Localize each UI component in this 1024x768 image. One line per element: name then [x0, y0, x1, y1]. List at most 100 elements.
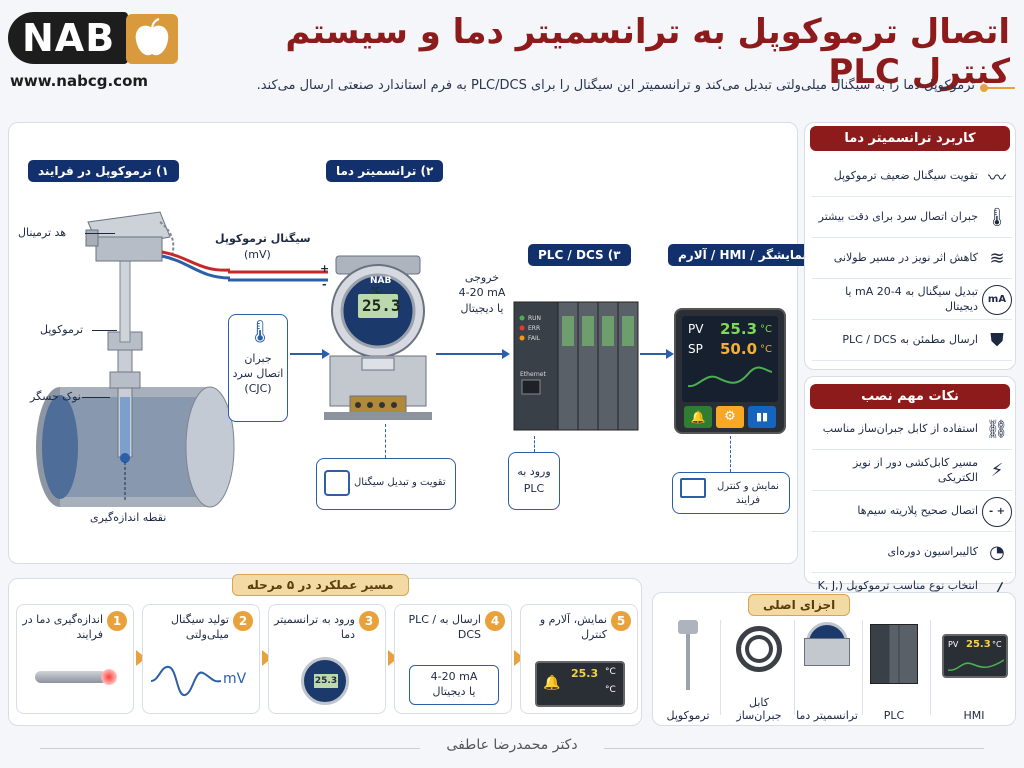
minus-sign: -	[322, 278, 327, 291]
section-1-label: ۱) ترموکوپل در فرایند	[28, 160, 179, 182]
thermocouple-pipe-illustration	[36, 211, 235, 508]
app-text: تقویت سیگنال ضعیف ترموکوپل	[833, 169, 978, 183]
amp-conversion-box	[316, 458, 456, 510]
plc-icon	[870, 624, 918, 684]
gauge-icon: ◔	[989, 542, 1005, 563]
plc-input-label: ورود به PLC	[517, 465, 551, 495]
mini-hmi-unit: °C	[605, 667, 616, 677]
chip-icon	[324, 470, 350, 496]
probe-icon	[35, 671, 107, 683]
component-label: PLC	[883, 709, 905, 722]
tips-text: کالیبراسیون دوره‌ای	[887, 545, 978, 559]
amp-conversion-label: تقویت و تبدیل سیگنال	[354, 477, 446, 488]
app-text: کاهش اثر نویز در مسیر طولانی	[833, 251, 978, 265]
flow-arrow-icon	[514, 650, 524, 666]
transmitter-base	[804, 638, 850, 666]
tips-title: نکات مهم نصب	[810, 384, 1010, 409]
hmi-gear-icon[interactable]: ⚙	[716, 406, 744, 428]
transmitter-brand: NAB	[370, 276, 392, 286]
components-title: اجزای اصلی	[748, 594, 851, 616]
app-row: 〰تقویت سیگنال ضعیف ترموکوپل	[812, 157, 1012, 197]
monitor-chart-icon	[680, 478, 706, 498]
app-row: ⛊ ارسال مطمئن به PLC / DCS	[812, 321, 1012, 361]
cjc-label: جبران اتصال سرد (CJC)	[232, 352, 284, 395]
bolt-icon: ⚡	[990, 460, 1004, 481]
plus-sign: +	[320, 262, 330, 275]
polarity-icon: + -	[982, 496, 1012, 527]
hmi-trend-line	[688, 366, 772, 388]
hmi-bell-icon[interactable]: 🔔	[684, 406, 712, 428]
plc-ethernet-label: Ethernet	[520, 371, 546, 378]
mini-hmi-value: 25.3	[571, 667, 599, 680]
tips-text: استفاده از کابل جبران‌ساز مناسب	[822, 422, 978, 436]
output-arrow	[436, 349, 510, 359]
tips-text: اتصال صحیح پلاریته سیم‌ها	[857, 504, 978, 518]
hmi-pv-label: PV	[688, 322, 704, 336]
hmi-trend-line	[948, 659, 1004, 671]
app-text: تبدیل سیگنال به 4-20 mA یا دیجیتال	[845, 285, 978, 313]
step-text: تولید سیگنال میلی‌ولتی	[171, 613, 229, 641]
mv-label: mV	[223, 671, 247, 687]
step-number: 2	[233, 611, 253, 631]
shield-icon: ⛊	[990, 330, 1004, 351]
tips-row: ⛓ استفاده از کابل جبران‌ساز مناسب	[812, 410, 1012, 450]
page-subtitle: ترموکوپل دما را به سیگنال میلی‌ولتی تبدی…	[256, 78, 975, 93]
signal-unit: (mV)	[244, 248, 271, 261]
flow-title: مسیر عملکرد در ۵ مرحله	[232, 574, 409, 596]
hmi-sp-value: 50.0	[720, 340, 758, 358]
cjc-box	[228, 314, 288, 422]
tips-panel	[804, 376, 1016, 584]
waveform-icon	[151, 665, 221, 696]
step-text: نمایش، آلارم و کنترل	[539, 613, 607, 641]
app-row: ≋ کاهش اثر نویز در مسیر طولانی	[812, 239, 1012, 279]
output-ma: 4-20 mA	[430, 670, 478, 683]
label-thermocouple: ترموکوپل	[40, 323, 84, 336]
component-separator	[862, 620, 863, 715]
component-label: HMI	[963, 709, 985, 722]
footer-author: دکتر محمدرضا عاطفی	[446, 737, 578, 753]
hmi-unit: °C	[992, 640, 1002, 649]
app-text: ارسال مطمئن به PLC / DCS	[842, 333, 978, 347]
plc-led-labels: RUN ERR FAIL	[528, 315, 542, 342]
thermometer-snow-icon: 🌡	[246, 320, 274, 345]
noise-icon: ≋	[989, 248, 1005, 269]
website[interactable]: www.nabcg.com	[10, 72, 149, 90]
flow-arrow-icon	[388, 650, 398, 666]
transmitter-illustration	[324, 255, 432, 420]
transmitter-display-value: 25.3	[362, 296, 401, 315]
hmi-sp-label: SP	[688, 342, 703, 356]
logo-text: NAB	[22, 16, 116, 60]
page-title: اتصال ترموکوپل به ترانسمیتر دما و سیستم …	[285, 12, 1010, 92]
application-panel	[804, 122, 1016, 370]
hmi-chart-icon[interactable]: ▮▮	[748, 406, 776, 428]
thermometer-snow-icon: 🌡	[985, 207, 1009, 228]
component-label: کابل جبران‌ساز	[736, 696, 782, 722]
component-card: PLC	[862, 612, 926, 722]
chain-icon: ⛓	[985, 419, 1009, 440]
flow-arrow-icon	[136, 650, 146, 666]
step-text: ورود به ترانسمیتر دما	[274, 613, 355, 641]
app-row: 🌡جبران اتصال سرد برای دقت بیشتر	[812, 198, 1012, 238]
hmi-pv-value: 25.3	[720, 320, 758, 338]
label-measurement-point: نقطه اندازه‌گیری	[90, 511, 167, 524]
application-title: کاربرد ترانسمیتر دما	[810, 126, 1010, 151]
step-number: 3	[359, 611, 379, 631]
output-label: خروجی 4-20 mA یا دیجیتال	[458, 271, 506, 315]
step-number: 5	[611, 611, 631, 631]
step-number: 4	[485, 611, 505, 631]
mini-hmi-unit: °C	[605, 685, 616, 695]
logo: NAB	[8, 8, 178, 66]
section-3-label: PLC / DCS (۳	[528, 244, 631, 266]
label-sensor-tip: نوک حسگر	[30, 390, 81, 403]
subtitle-bullet	[980, 84, 988, 92]
tips-row: + - اتصال صحیح پلاریته سیم‌ها	[812, 492, 1012, 532]
plc-input-box	[508, 452, 560, 510]
signal-label: سیگنال ترموکوپل	[215, 232, 311, 245]
step-text: ارسال به PLC / DCS	[408, 613, 481, 641]
